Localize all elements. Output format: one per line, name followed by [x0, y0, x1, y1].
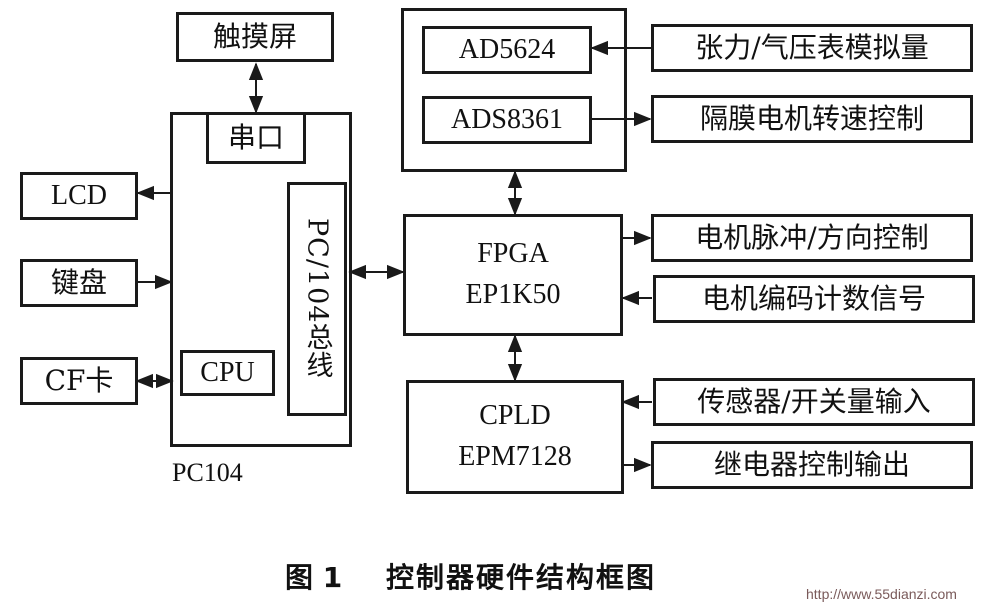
tension-pressure-signal: 张力/气压表模拟量: [651, 24, 973, 72]
ads8361-block: ADS8361: [422, 96, 592, 144]
figure-title: 控制器硬件结构框图: [385, 561, 656, 594]
motor-pulse-label: 电机脉冲/方向控制: [695, 221, 929, 254]
lcd-block: LCD: [20, 172, 138, 220]
pc104-bus-block: PC/104总线: [287, 182, 347, 416]
relay-output-label: 继电器控制输出: [713, 448, 910, 481]
touchscreen-label: 触摸屏: [212, 20, 297, 53]
figure-caption: 图 1 控制器硬件结构框图: [285, 556, 656, 596]
serial-port-block: 串口: [206, 112, 306, 164]
ad5624-block: AD5624: [422, 26, 592, 74]
touchscreen-block: 触摸屏: [176, 12, 334, 62]
lcd-label: LCD: [51, 180, 107, 211]
serial-port-label: 串口: [227, 121, 284, 154]
cf-card-block: CF卡: [20, 357, 138, 405]
motor-encoder-label: 电机编码计数信号: [701, 282, 926, 315]
cpld-block: CPLD EPM7128: [406, 380, 624, 494]
pc104-caption: PC104: [172, 458, 243, 487]
keyboard-block: 键盘: [20, 259, 138, 307]
keyboard-label: 键盘: [50, 266, 107, 299]
cpu-block: CPU: [180, 350, 275, 396]
ads8361-label: ADS8361: [450, 104, 563, 135]
cpld-part: EPM7128: [458, 441, 572, 472]
figure-number: 图 1: [285, 561, 343, 594]
fpga-part: EP1K50: [465, 279, 561, 310]
motor-encoder-signal: 电机编码计数信号: [653, 275, 975, 323]
cf-card-label: CF卡: [44, 364, 114, 397]
cpld-name: CPLD: [479, 400, 551, 432]
adc-dac-group: [401, 8, 627, 172]
relay-output-signal: 继电器控制输出: [651, 441, 973, 489]
tension-pressure-label: 张力/气压表模拟量: [695, 31, 929, 64]
diaphragm-speed-signal: 隔膜电机转速控制: [651, 95, 973, 143]
ad5624-label: AD5624: [458, 34, 556, 65]
fpga-name: FPGA: [477, 238, 549, 270]
pc104-bus-label: PC/104总线: [301, 218, 333, 380]
sensor-switch-label: 传感器/开关量输入: [697, 385, 931, 418]
watermark-text: http://www.55dianzi.com: [806, 586, 957, 602]
cpu-label: CPU: [200, 357, 255, 388]
sensor-switch-signal: 传感器/开关量输入: [653, 378, 975, 426]
motor-pulse-signal: 电机脉冲/方向控制: [651, 214, 973, 262]
diaphragm-speed-label: 隔膜电机转速控制: [699, 102, 924, 135]
fpga-block: FPGA EP1K50: [403, 214, 623, 336]
